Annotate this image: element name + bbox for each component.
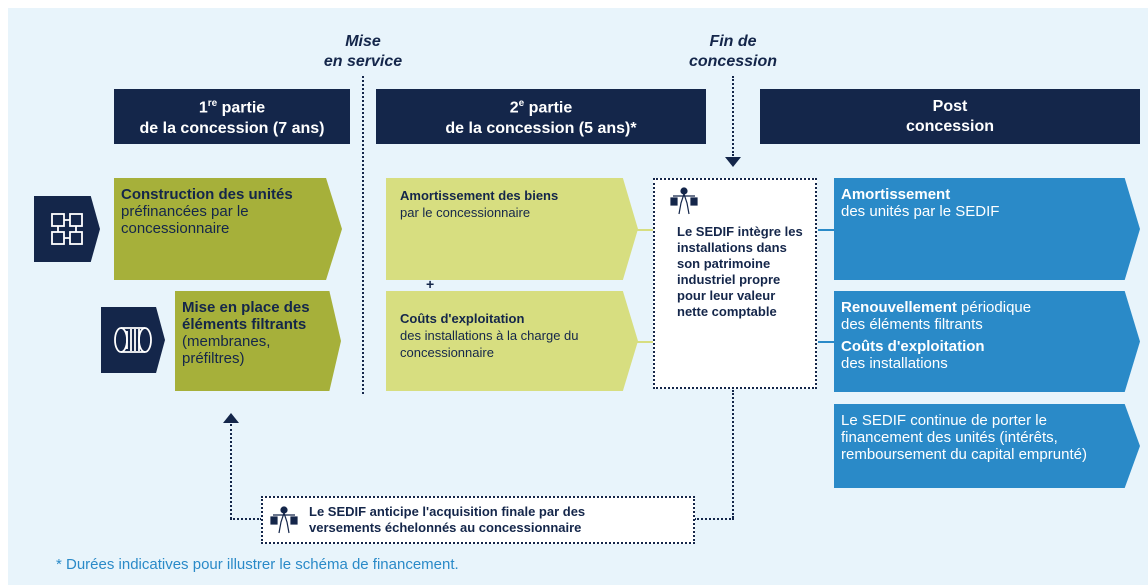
plus-sign: + <box>426 276 435 292</box>
milestone-line: concession <box>688 53 778 70</box>
feedback-line-right <box>732 390 734 518</box>
construction-title: Construction des unités <box>121 186 293 203</box>
post-amortissement-body: des unités par le SEDIF <box>841 203 1000 220</box>
anticipation-text: Le SEDIF anticipe l'acquisition finale p… <box>309 504 586 535</box>
filter-cartridge-icon <box>114 327 152 353</box>
phase-header-line1: 2e partie <box>509 98 573 117</box>
mise-en-service-line <box>362 76 364 394</box>
phase-header-line2: de la concession (7 ans) <box>139 119 325 137</box>
fin-concession-arrowhead <box>725 157 741 167</box>
feedback-line-bottom-right <box>694 518 734 520</box>
post-couts-body: des installations <box>841 355 948 372</box>
filtres-arrow: Mise en place des éléments filtrants (me… <box>175 291 341 391</box>
water-carrier-icon <box>670 187 698 215</box>
filter-icon-tab <box>101 307 165 373</box>
milestone-mise-en-service: Mise en service <box>300 32 426 72</box>
couts-exploitation-arrow: Coûts d'exploitation des installations à… <box>386 291 638 391</box>
construction-body: préfinancées par le concessionnaire <box>121 203 249 237</box>
amortissement-biens-arrow: Amortissement des biens par le concessio… <box>386 178 638 280</box>
sedif-integration-text: Le SEDIF intègre les installations dans … <box>677 224 803 319</box>
milestone-line: Fin de <box>709 33 757 50</box>
connector-line <box>636 341 654 343</box>
post-renouvellement-body: des éléments filtrants <box>841 316 983 333</box>
phase-header-1: 1re partie de la concession (7 ans) <box>114 89 350 144</box>
phase-header-line1: Post <box>932 97 968 115</box>
post-financement-text: Le SEDIF continue de porter le financeme… <box>841 412 1087 463</box>
connector-line <box>636 229 654 231</box>
water-carrier-icon <box>270 506 298 534</box>
amortissement-biens-title: Amortissement des biens <box>400 188 559 203</box>
post-financement-arrow: Le SEDIF continue de porter le financeme… <box>834 404 1140 488</box>
building-units-icon <box>51 213 83 245</box>
phase-header-line2: de la concession (5 ans)* <box>445 119 637 137</box>
filtres-title: Mise en place des éléments filtrants <box>182 299 310 333</box>
fin-concession-line <box>732 76 734 156</box>
post-renouvellement-line: Renouvellement périodique <box>841 299 1032 316</box>
couts-exploitation-body: des installations à la charge du concess… <box>400 328 579 360</box>
feedback-line-bottom-left <box>230 518 262 520</box>
connector-line <box>818 341 838 343</box>
units-icon-tab <box>34 196 100 262</box>
post-amortissement-title: Amortissement <box>841 186 951 203</box>
phase-header-line2: concession <box>905 117 995 135</box>
post-amortissement-arrow: Amortissement des unités par le SEDIF <box>834 178 1140 280</box>
construction-arrow: Construction des unités préfinancées par… <box>114 178 342 280</box>
phase-header-2: 2e partie de la concession (5 ans)* <box>376 89 706 144</box>
amortissement-biens-body: par le concessionnaire <box>400 205 531 220</box>
milestone-line: Mise <box>345 33 381 50</box>
anticipation-box: Le SEDIF anticipe l'acquisition finale p… <box>261 496 695 544</box>
couts-exploitation-title: Coûts d'exploitation <box>400 311 525 326</box>
post-couts-title: Coûts d'exploitation <box>841 338 985 355</box>
milestone-line: en service <box>323 53 403 70</box>
connector-line <box>818 229 838 231</box>
feedback-arrowhead <box>223 413 239 423</box>
sedif-integration-box: Le SEDIF intègre les installations dans … <box>653 178 817 389</box>
phase-header-line1: 1re partie <box>198 98 266 117</box>
footnote: * Durées indicatives pour illustrer le s… <box>56 556 459 573</box>
post-renouvellement-arrow: Renouvellement périodique des éléments f… <box>834 291 1140 392</box>
milestone-fin-concession: Fin de concession <box>670 32 796 72</box>
feedback-line-left <box>230 424 232 519</box>
phase-header-post: Post concession <box>760 89 1140 144</box>
filtres-body: (membranes, préfiltres) <box>182 333 271 367</box>
